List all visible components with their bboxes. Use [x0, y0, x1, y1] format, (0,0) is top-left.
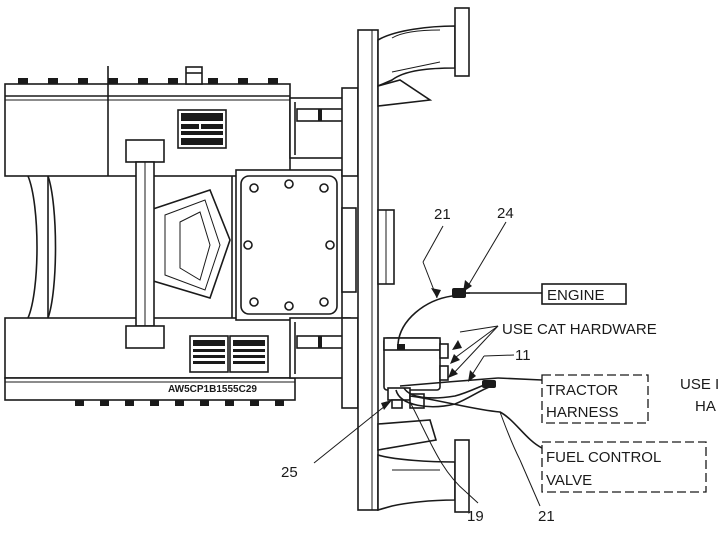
ear-mounts: [377, 7, 470, 513]
fuel-control-valve-connector: FUEL CONTROL VALVE: [541, 441, 707, 493]
callout-21-bottom: 21: [538, 508, 555, 525]
callout-11: 11: [515, 347, 531, 364]
inspection-panel: [235, 169, 343, 321]
wire-harness: [395, 288, 543, 449]
engine-connector: ENGINE: [541, 283, 627, 305]
callout-21-top: 21: [434, 206, 451, 223]
shaft: [125, 139, 165, 349]
cut-note-line1: USE I: [680, 376, 719, 393]
mounting-plate: [357, 29, 395, 511]
side-brackets: [289, 87, 376, 409]
leader-lines: [313, 221, 541, 507]
tractor-harness-connector: TRACTOR HARNESS: [541, 374, 649, 424]
engine-label: ENGINE: [547, 287, 605, 304]
serial-stamp: AW5CP1B1555C29: [168, 384, 257, 395]
tractor-label-line2: HARNESS: [546, 404, 619, 421]
cut-note-line2: HA: [695, 398, 716, 415]
fuel-label-line1: FUEL CONTROL: [546, 449, 661, 466]
callout-25: 25: [281, 464, 298, 481]
callout-19: 19: [467, 508, 484, 525]
tractor-label-line1: TRACTOR: [546, 382, 618, 399]
fuel-label-line2: VALVE: [546, 472, 592, 489]
cat-hardware-note: USE CAT HARDWARE: [502, 321, 657, 338]
callout-24: 24: [497, 205, 514, 222]
